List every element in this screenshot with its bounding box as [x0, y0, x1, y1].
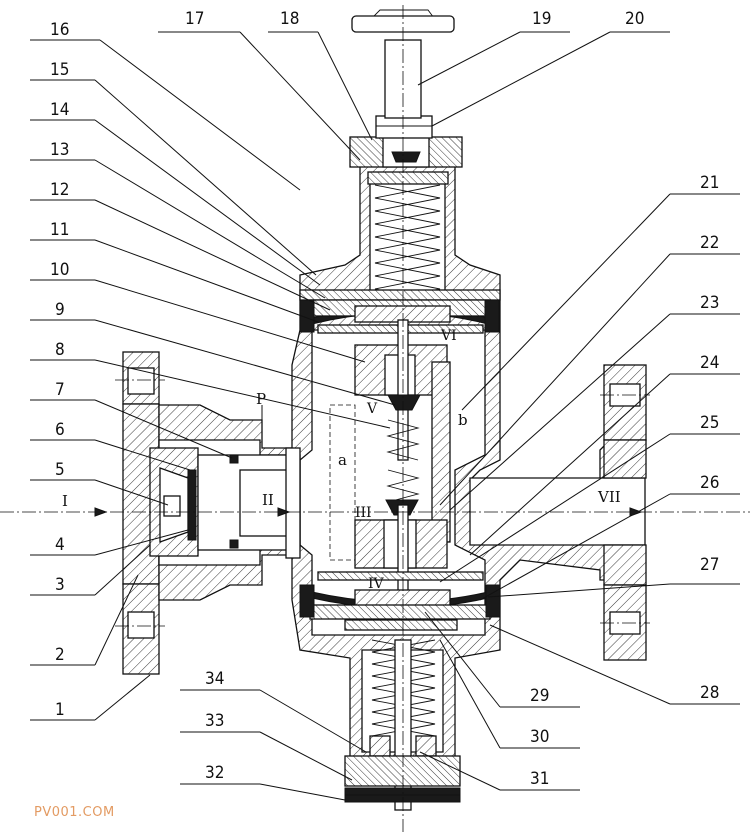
part-number-11: 11 [50, 220, 69, 240]
part-number-21: 21 [700, 173, 719, 193]
lower-diaphragm [299, 571, 501, 811]
part-number-24: 24 [700, 353, 719, 373]
part-number-26: 26 [700, 473, 719, 493]
leader-lines [30, 31, 740, 801]
part-number-19: 19 [532, 9, 551, 29]
part-number-28: 28 [700, 683, 719, 703]
part-number-20: 20 [625, 9, 644, 29]
part-number-2: 2 [55, 645, 65, 665]
part-number-12: 12 [50, 180, 69, 200]
chamber-label-I: I [62, 492, 68, 510]
part-number-labels: 1 2 3 4 5 6 7 8 9 10 11 12 13 14 15 16 1… [50, 9, 719, 789]
part-number-10: 10 [50, 260, 69, 280]
part-number-33: 33 [205, 711, 224, 731]
chamber-label-II: II [262, 491, 274, 509]
part-number-25: 25 [700, 413, 719, 433]
part-number-32: 32 [205, 763, 224, 783]
part-number-16: 16 [50, 20, 69, 40]
part-number-14: 14 [50, 100, 69, 120]
watermark: PV001.COM [34, 805, 115, 820]
letter-P: P [256, 390, 266, 408]
part-number-7: 7 [55, 380, 65, 400]
valve-body [122, 139, 647, 761]
part-number-8: 8 [55, 340, 65, 360]
part-number-4: 4 [55, 535, 65, 555]
flow-arrows [94, 507, 643, 517]
part-number-1: 1 [55, 700, 65, 720]
chamber-label-VI: VI [440, 328, 457, 344]
part-number-23: 23 [700, 293, 719, 313]
part-number-27: 27 [700, 555, 719, 575]
center-lines [0, 5, 750, 832]
part-number-6: 6 [55, 420, 65, 440]
part-number-22: 22 [700, 233, 719, 253]
letter-b: b [458, 411, 468, 429]
part-number-17: 17 [185, 9, 204, 29]
chamber-label-V: V [366, 401, 378, 417]
chamber-label-IV: IV [368, 576, 385, 592]
part-number-5: 5 [55, 460, 65, 480]
chamber-labels: I II III IV V VI VII P a b [62, 328, 621, 592]
part-number-31: 31 [530, 769, 549, 789]
part-number-9: 9 [55, 300, 65, 320]
letter-a: a [338, 451, 347, 469]
part-number-30: 30 [530, 727, 549, 747]
part-number-29: 29 [530, 686, 549, 706]
part-number-15: 15 [50, 60, 69, 80]
chamber-label-VII: VII [597, 488, 621, 506]
part-number-3: 3 [55, 575, 65, 595]
part-number-13: 13 [50, 140, 69, 160]
part-number-34: 34 [205, 669, 224, 689]
part-number-18: 18 [280, 9, 299, 29]
chamber-label-III: III [355, 505, 372, 521]
